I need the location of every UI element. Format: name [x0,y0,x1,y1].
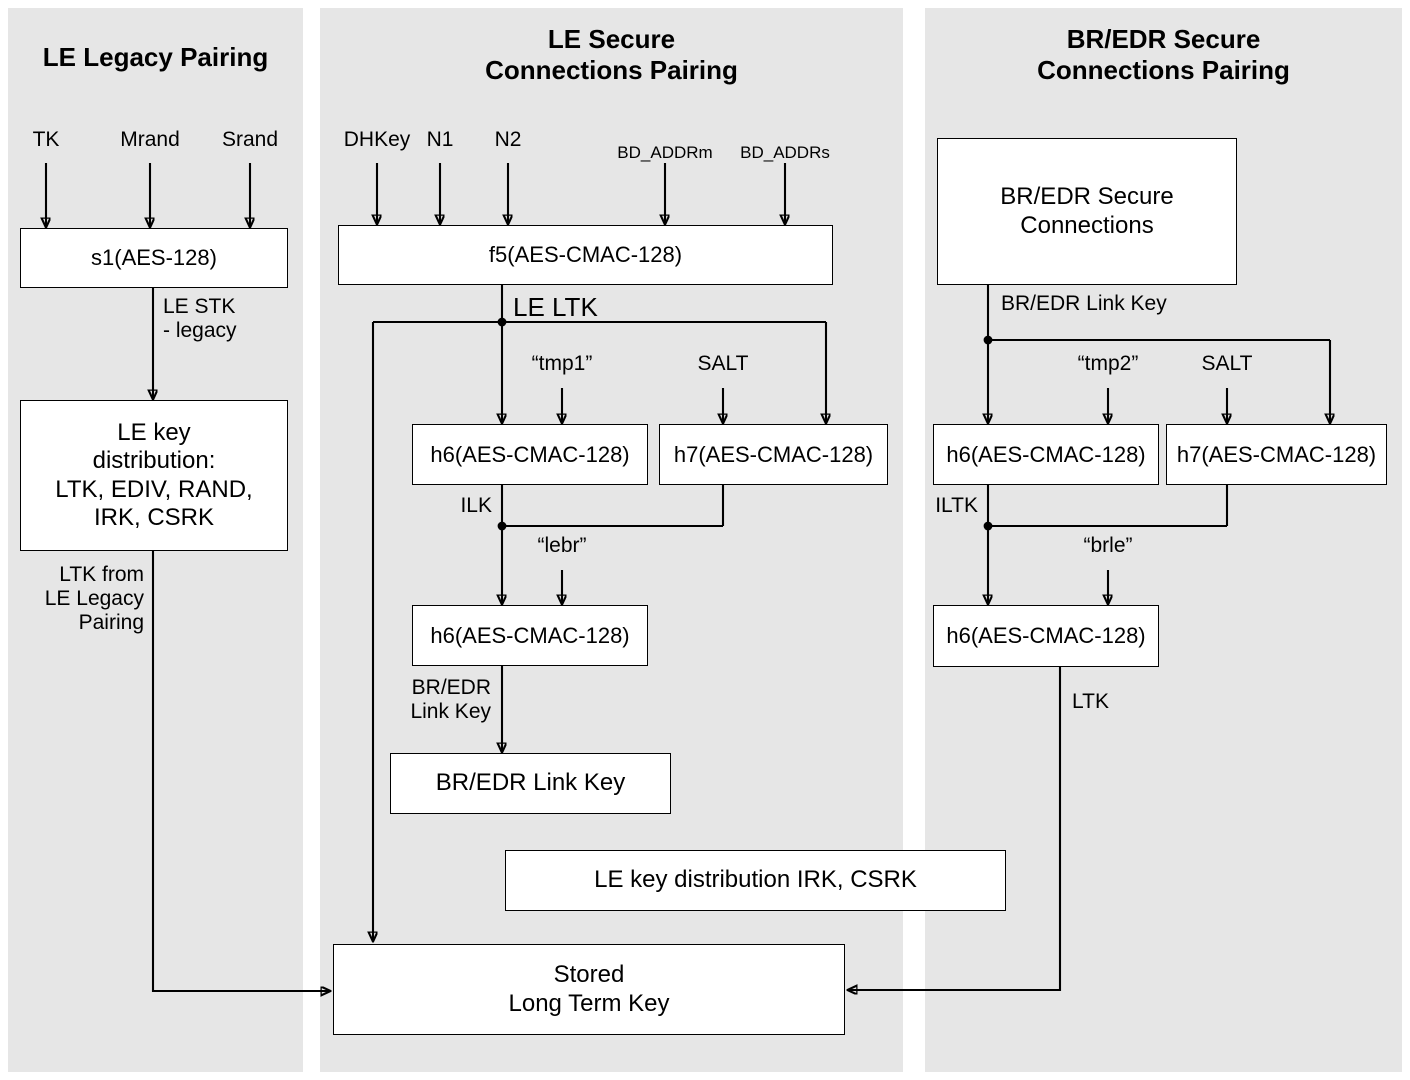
node-label: s1(AES-128) [91,245,217,271]
node-label: h6(AES-CMAC-128) [946,441,1146,467]
node-label: BR/EDR Secure Connections [1000,183,1174,239]
edge-label-ltk-right: LTK [1072,690,1109,713]
input-label-srand: Srand [221,128,279,151]
panel-title-br-edr-secure-connections: BR/EDR Secure Connections Pairing [1037,24,1290,85]
panel-title-le-secure-connections: LE Secure Connections Pairing [485,24,738,85]
node-label: Stored Long Term Key [508,961,670,1017]
input-label-bd-addrs: BD_ADDRs [740,143,830,162]
node-label: h6(AES-CMAC-128) [430,441,630,467]
edge-label-bredr-link-key: BR/EDR Link Key [410,676,491,723]
edge-label-tmp1: “tmp1” [531,352,593,375]
edge-label-bredr-link-key-right: BR/EDR Link Key [1001,292,1167,315]
edge-label-iltk: ILTK [935,494,978,517]
edge-label-lebr: “lebr” [537,534,587,557]
node-h7-aes-cmac-128-le: h7(AES-CMAC-128) [659,424,888,485]
edge-label-salt-br: SALT [1201,352,1253,375]
input-label-tk: TK [32,128,60,151]
node-h7-aes-cmac-128-br: h7(AES-CMAC-128) [1166,424,1387,485]
input-label-n2: N2 [494,128,522,151]
edge-label-ltk-from-le-legacy-pairing: LTK from LE Legacy Pairing [44,563,144,634]
node-label: h7(AES-CMAC-128) [673,441,874,467]
edge-label-salt-le: SALT [697,352,749,375]
node-label: h7(AES-CMAC-128) [1176,441,1377,467]
input-label-mrand: Mrand [120,128,180,151]
edge-label-tmp2: “tmp2” [1077,352,1139,375]
node-h6-aes-cmac-128-le-2: h6(AES-CMAC-128) [412,605,648,666]
node-h6-aes-cmac-128-br-1: h6(AES-CMAC-128) [933,424,1159,485]
node-bredr-link-key: BR/EDR Link Key [390,753,671,814]
node-br-edr-secure-connections: BR/EDR Secure Connections [937,138,1237,285]
node-label: LE key distribution: LTK, EDIV, RAND, IR… [55,418,253,531]
node-label: h6(AES-CMAC-128) [946,623,1146,649]
edge-label-brle: “brle” [1083,534,1133,557]
edge-label-ilk: ILK [460,494,492,517]
node-label: f5(AES-CMAC-128) [488,242,683,268]
node-label: BR/EDR Link Key [435,769,626,797]
node-label: h6(AES-CMAC-128) [430,622,630,648]
node-s1-aes-128: s1(AES-128) [20,228,288,288]
edge-label-le-stk-legacy: LE STK - legacy [163,295,237,342]
node-h6-aes-cmac-128-le-1: h6(AES-CMAC-128) [412,424,648,485]
node-le-key-distribution-irk-csrk: LE key distribution IRK, CSRK [505,850,1006,911]
edge-label-le-ltk: LE LTK [513,292,598,322]
node-label: LE key distribution IRK, CSRK [594,866,917,894]
node-f5-aes-cmac-128: f5(AES-CMAC-128) [338,225,833,285]
panel-title-le-legacy: LE Legacy Pairing [42,42,269,72]
input-label-dhkey: DHKey [343,128,411,151]
node-stored-long-term-key: Stored Long Term Key [333,944,845,1035]
node-le-key-distribution: LE key distribution: LTK, EDIV, RAND, IR… [20,400,288,551]
node-h6-aes-cmac-128-br-2: h6(AES-CMAC-128) [933,605,1159,667]
input-label-n1: N1 [426,128,454,151]
input-label-bd-addrm: BD_ADDRm [617,143,713,162]
